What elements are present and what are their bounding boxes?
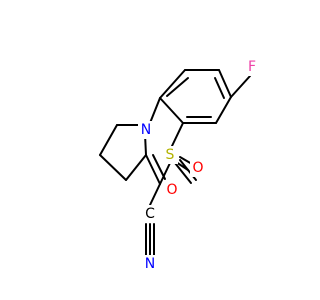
fluorine-label: F	[248, 59, 256, 75]
label-bg-n	[138, 121, 154, 139]
oxygen-label-1: O	[192, 160, 203, 176]
sulfur-label: S	[166, 147, 175, 163]
bond-c-c-double-inner	[152, 154, 166, 180]
label-bg-f	[244, 58, 260, 76]
atom-labels: F N S O O C N	[138, 58, 260, 273]
bond-ch2-ch2	[99, 124, 118, 156]
label-bg-c	[142, 205, 158, 223]
bond-c1-n	[149, 97, 161, 124]
nitrile-carbon-label: C	[145, 206, 155, 222]
bond-c6-s	[171, 122, 184, 147]
bond-c-f	[230, 75, 251, 98]
bond-ch2-c	[125, 154, 147, 181]
molecule-structure: F N S O O C N	[99, 58, 260, 273]
bonds	[99, 69, 251, 256]
bond-c1-c2-inner	[166, 77, 189, 97]
label-bg-o1	[190, 159, 206, 177]
bond-ch2-ch2b	[99, 154, 127, 181]
label-bg-o2	[164, 181, 180, 199]
bond-c3-c4	[218, 69, 232, 98]
label-bg-s	[162, 146, 178, 164]
nitrile-nitrogen-label: N	[145, 256, 155, 272]
bond-c-c-double	[145, 154, 161, 185]
oxygen-label-2: O	[166, 182, 177, 198]
ring-nitrogen-label: N	[141, 122, 151, 138]
bond-s-o-2	[174, 162, 192, 184]
bond-c-cn	[149, 183, 161, 206]
bond-c3-c4-inner	[214, 77, 225, 99]
bond-c-s	[159, 162, 171, 185]
label-bg-n2	[142, 255, 158, 273]
bond-c1-c2	[159, 69, 186, 99]
bond-c4-c5	[215, 96, 232, 124]
bond-c6-c1	[159, 97, 184, 124]
